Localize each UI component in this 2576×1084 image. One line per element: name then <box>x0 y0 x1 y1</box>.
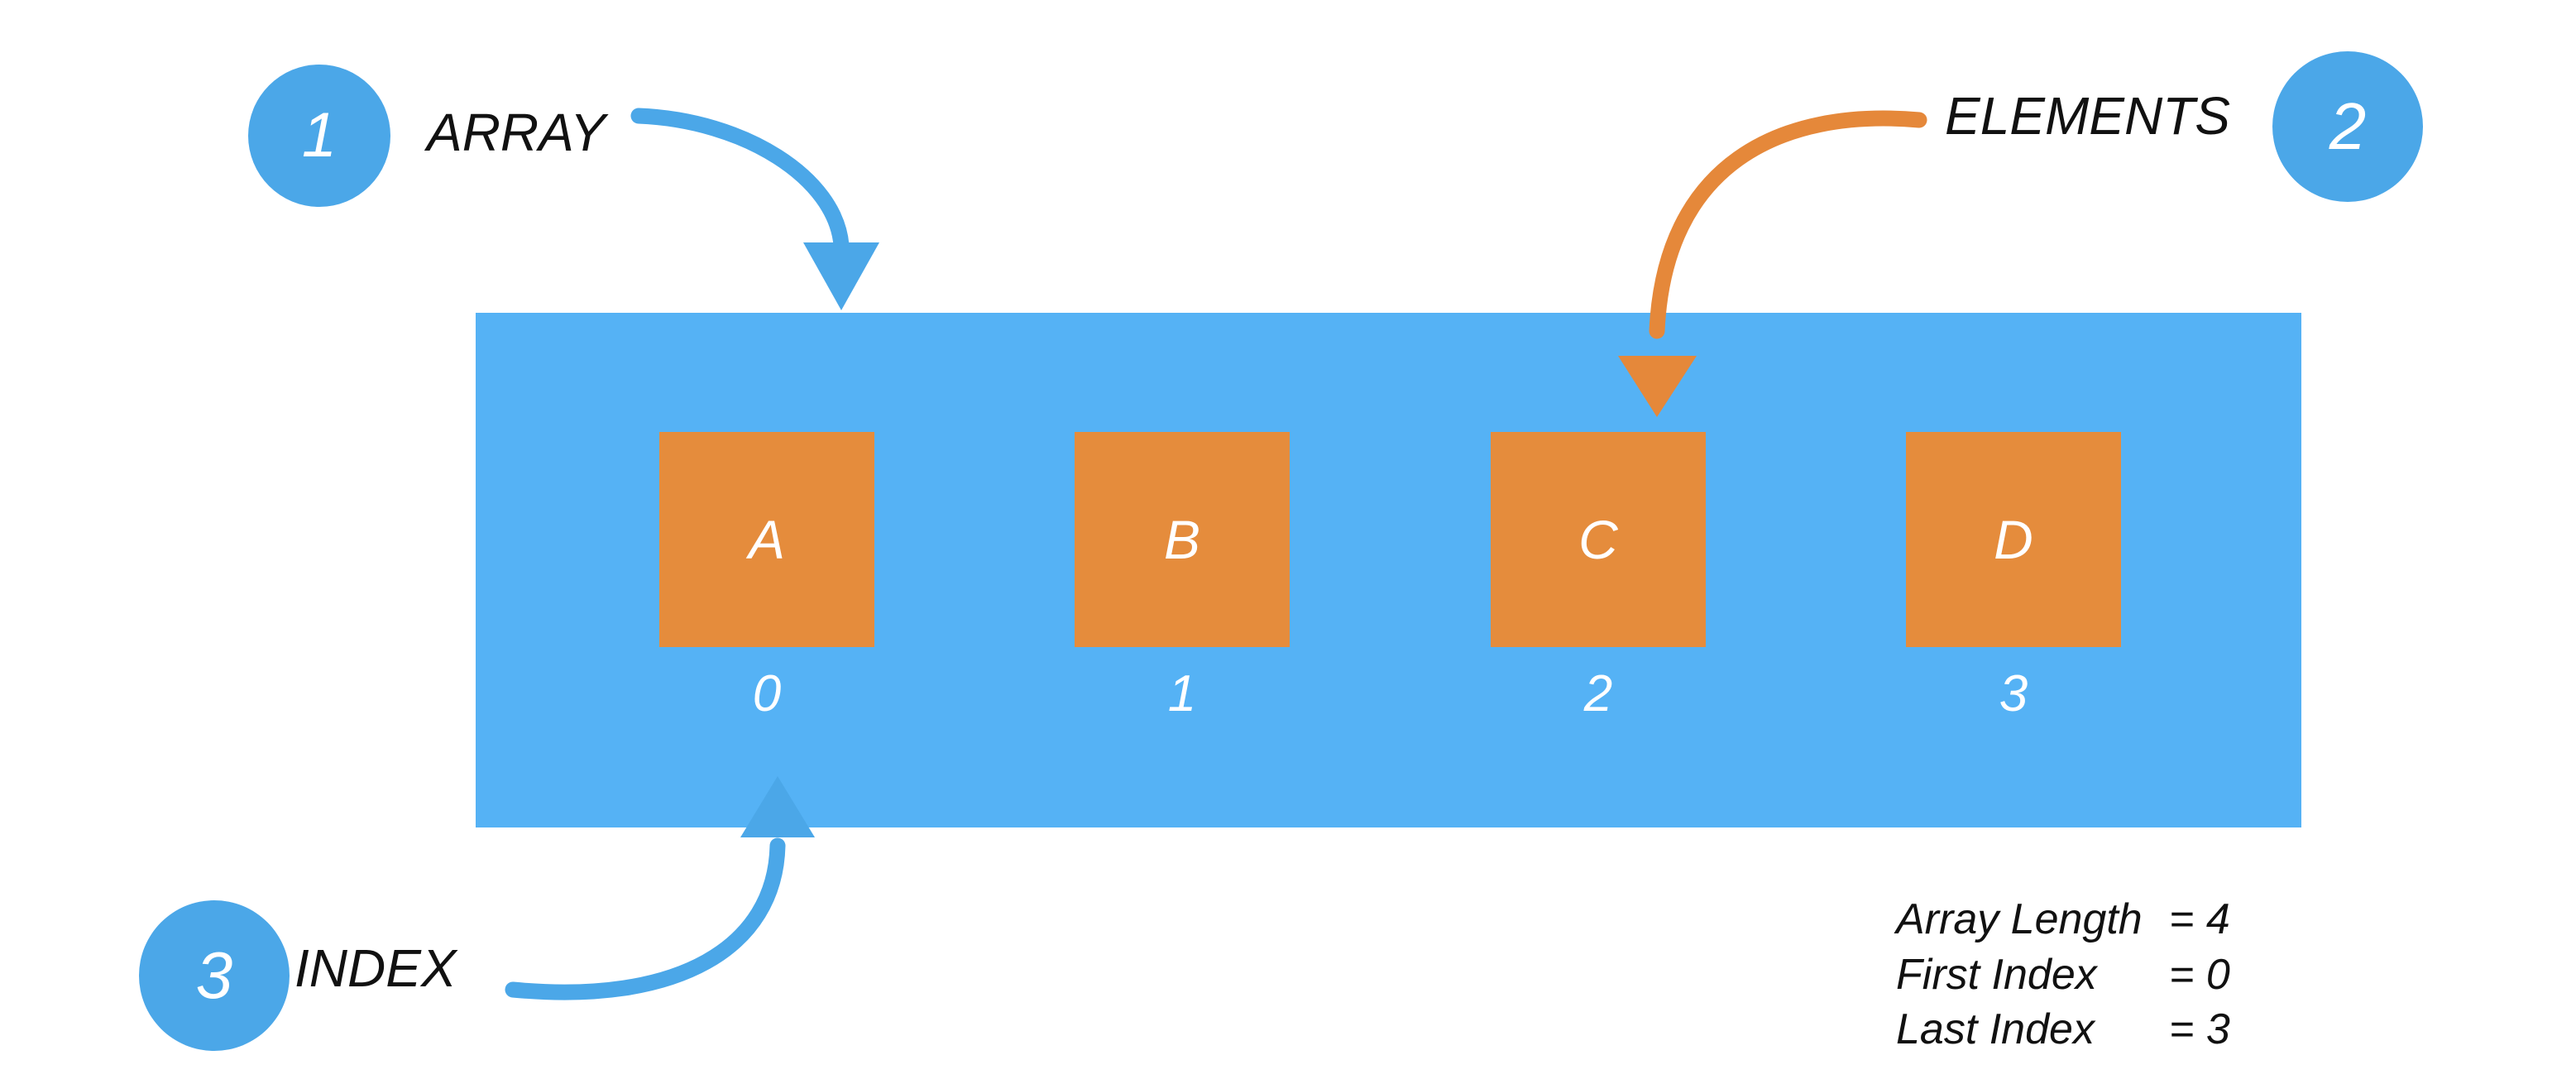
stat-label: First Index <box>1896 950 2097 999</box>
array-cell-value: B <box>1163 509 1201 570</box>
array-index-3: 3 <box>1999 665 2028 722</box>
stat-value: = 3 <box>2169 1005 2230 1054</box>
callout-label-elements: ELEMENTS <box>1945 86 2230 146</box>
array-container-panel: A B C D 0 1 2 3 <box>476 313 2301 827</box>
array-cell-1[interactable]: B <box>1075 432 1290 647</box>
callout-label-array: ARRAY <box>427 103 606 162</box>
callout-badge-2[interactable]: 2 <box>2272 51 2423 202</box>
array-cell-value: A <box>748 509 786 570</box>
callout-badge-3[interactable]: 3 <box>139 900 290 1051</box>
stat-value: = 0 <box>2169 950 2230 999</box>
array-stats-block: Array Length = 4 First Index = 0 Last In… <box>1896 892 2268 1058</box>
array-cell-value: D <box>1994 509 2033 570</box>
callout-badge-number: 3 <box>195 938 233 1012</box>
array-cell-0[interactable]: A <box>659 432 874 647</box>
stat-row: First Index = 0 <box>1896 947 2268 1003</box>
array-pointer-arrow <box>630 108 879 310</box>
array-index-1: 1 <box>1167 665 1197 722</box>
stat-label: Array Length <box>1896 895 2143 943</box>
callout-badge-1[interactable]: 1 <box>248 65 390 207</box>
callout-badge-number: 2 <box>2329 89 2367 163</box>
array-index-2: 2 <box>1583 665 1613 722</box>
stat-label: Last Index <box>1896 1005 2095 1054</box>
callout-label-index: INDEX <box>294 938 457 998</box>
array-cell-2[interactable]: C <box>1491 432 1706 647</box>
callout-badge-number: 1 <box>301 100 338 170</box>
stat-value: = 4 <box>2169 895 2230 943</box>
array-cell-value: C <box>1578 509 1618 570</box>
stat-row: Array Length = 4 <box>1896 892 2268 947</box>
array-index-0: 0 <box>752 665 782 722</box>
stat-row: Last Index = 3 <box>1896 1002 2268 1058</box>
array-cell-3[interactable]: D <box>1906 432 2121 647</box>
